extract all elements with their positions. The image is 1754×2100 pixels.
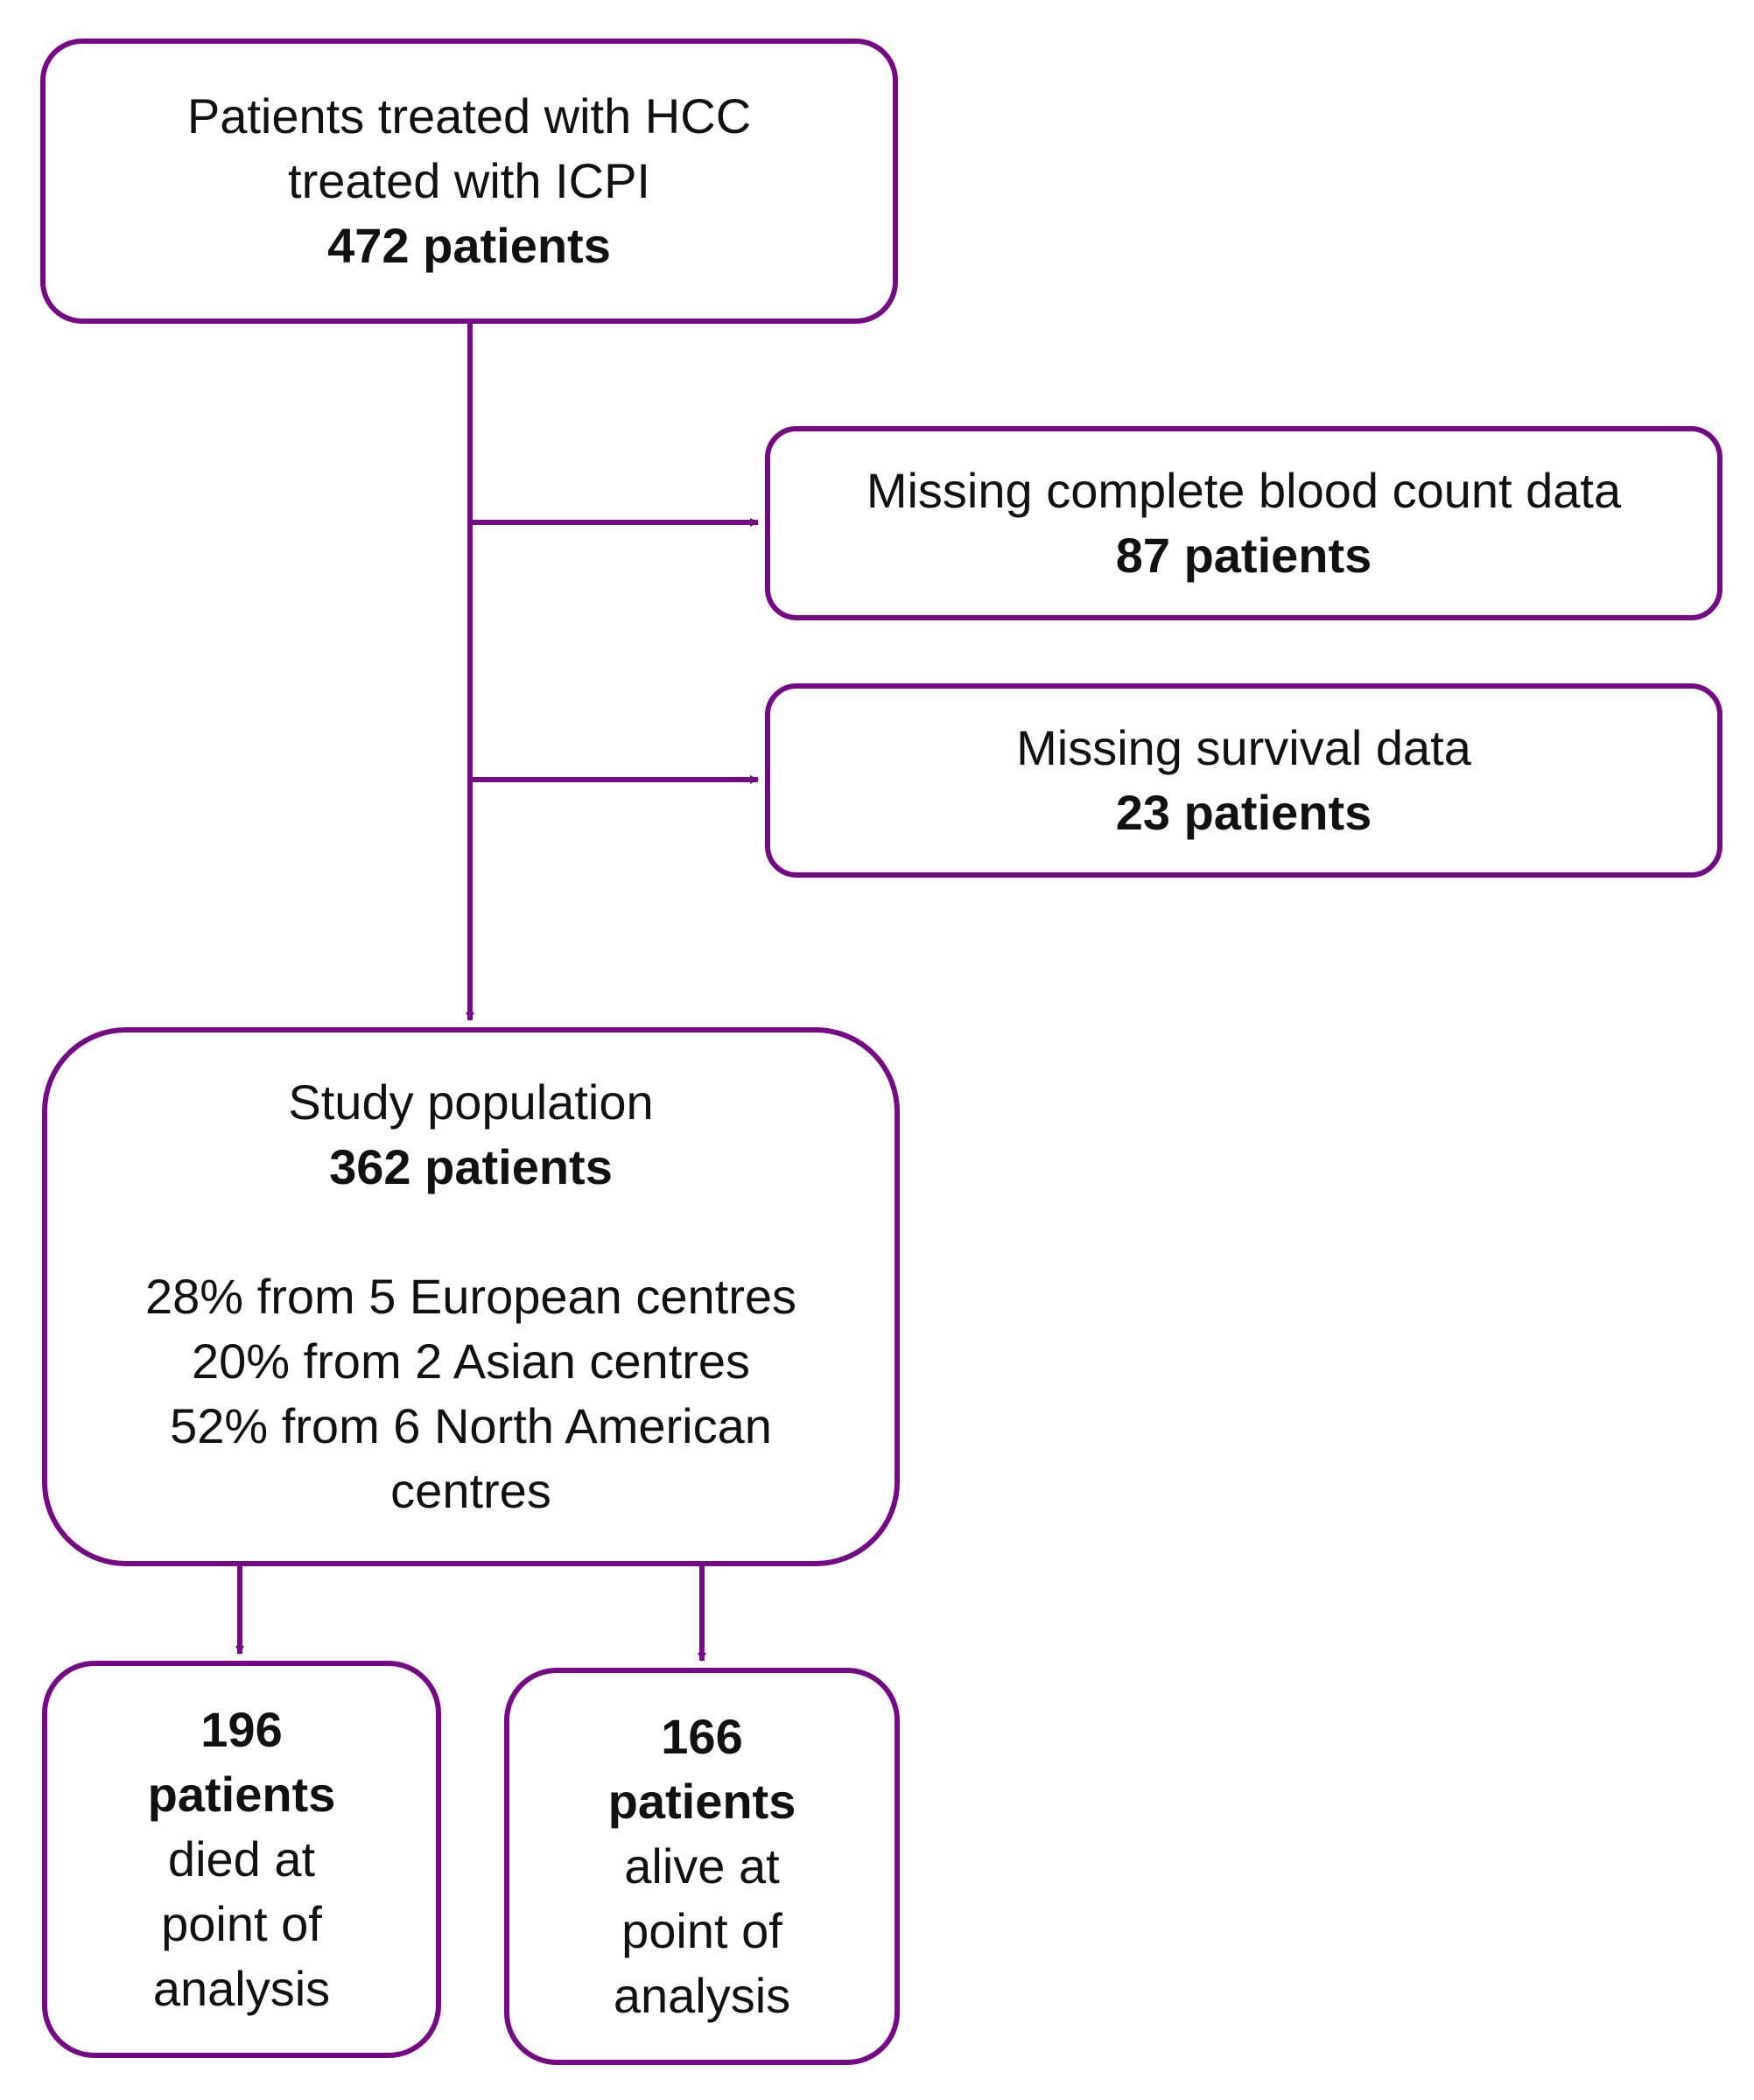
alive-count-unit: patients: [607, 1774, 796, 1829]
died-line-1: died at: [167, 1831, 316, 1886]
missing-cbc-label: Missing complete blood count data: [866, 463, 1622, 518]
alive-line-2: point of: [621, 1903, 782, 1958]
alive-count-number: 166: [661, 1709, 743, 1764]
missing-cbc-count: 87 patients: [1115, 528, 1372, 583]
missing-survival-label: Missing survival data: [1016, 720, 1471, 775]
died-line-3: analysis: [152, 1961, 331, 2016]
initial-cohort-line-2: treated with ICPI: [288, 153, 650, 208]
study-population-label: Study population: [288, 1074, 654, 1130]
study-detail-asian: 20% from 2 Asian centres: [191, 1334, 751, 1389]
alive-line-3: analysis: [613, 1968, 791, 2023]
study-population-box: Study population 362 patients 28% from 5…: [42, 1027, 900, 1566]
died-count-unit: patients: [147, 1767, 336, 1822]
died-count-number: 196: [200, 1702, 283, 1757]
missing-cbc-box: Missing complete blood count data 87 pat…: [765, 426, 1722, 620]
alive-line-1: alive at: [624, 1838, 780, 1894]
study-detail-north-american-cont: centres: [390, 1463, 551, 1518]
initial-cohort-count: 472 patients: [327, 218, 611, 273]
missing-survival-count: 23 patients: [1115, 785, 1372, 840]
died-outcome-box: 196 patients died at point of analysis: [42, 1661, 441, 2058]
missing-survival-box: Missing survival data 23 patients: [765, 683, 1722, 878]
initial-cohort-line-1: Patients treated with HCC: [186, 88, 752, 144]
died-line-2: point of: [161, 1896, 322, 1951]
study-detail-european: 28% from 5 European centres: [145, 1269, 796, 1324]
study-detail-north-american: 52% from 6 North American: [170, 1398, 772, 1453]
initial-cohort-box: Patients treated with HCC treated with I…: [40, 38, 898, 324]
alive-outcome-box: 166 patients alive at point of analysis: [504, 1668, 900, 2065]
study-population-count: 362 patients: [329, 1139, 613, 1194]
